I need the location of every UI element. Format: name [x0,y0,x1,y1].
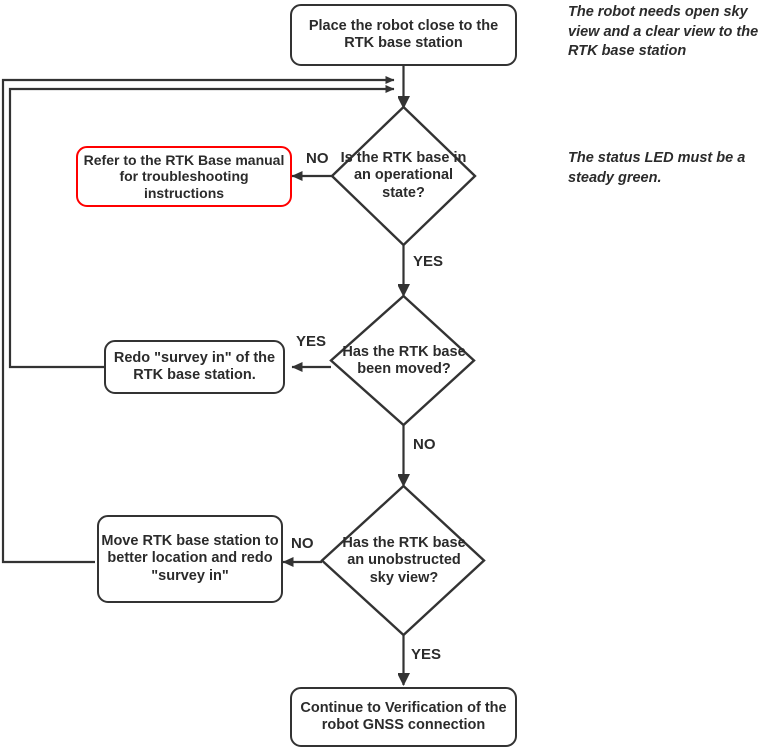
node-move-base-station[interactable]: Move RTK base station to better location… [97,515,283,603]
decision-skyview-label: Has the RTK base an unobstructed sky vie… [342,535,466,586]
edge-label-skyview-no: NO [291,535,314,552]
node-continue-verification[interactable]: Continue to Verification of the robot GN… [290,687,517,747]
node-refer-to-manual[interactable]: Refer to the RTK Base manual for trouble… [76,146,292,207]
edge-label-skyview-yes: YES [411,646,442,663]
node-start-text: Place the robot close to the RTK base st… [308,17,499,51]
node-start[interactable]: Place the robot close to the RTK base st… [290,4,517,66]
node-continue-verification-text: Continue to Verification of the robot GN… [300,699,507,733]
node-redo-survey[interactable]: Redo "survey in" of the RTK base station… [104,340,285,394]
decision-operational-label: Is the RTK base in an operational state? [340,150,467,201]
decision-moved-label: Has the RTK base been moved? [342,343,466,377]
node-redo-survey-text: Redo "survey in" of the RTK base station… [113,349,276,383]
edge-label-moved-yes: YES [296,333,327,350]
note-status-led: The status LED must be a steady green. [568,150,746,186]
decision-moved-shape [329,294,476,427]
node-refer-to-manual-text: Refer to the RTK Base manual for trouble… [83,151,285,201]
node-move-base-station-text: Move RTK base station to better location… [101,533,279,584]
edge-survey-feedback-loop [8,85,395,369]
decision-skyview-shape [320,484,486,637]
note-sky-view: The robot needs open sky view and a clea… [568,4,759,60]
edge-label-moved-no: NO [413,436,436,453]
edge-label-operational-yes: YES [413,253,444,270]
decision-operational-shape [330,105,477,247]
edge-label-operational-no: NO [306,150,329,167]
